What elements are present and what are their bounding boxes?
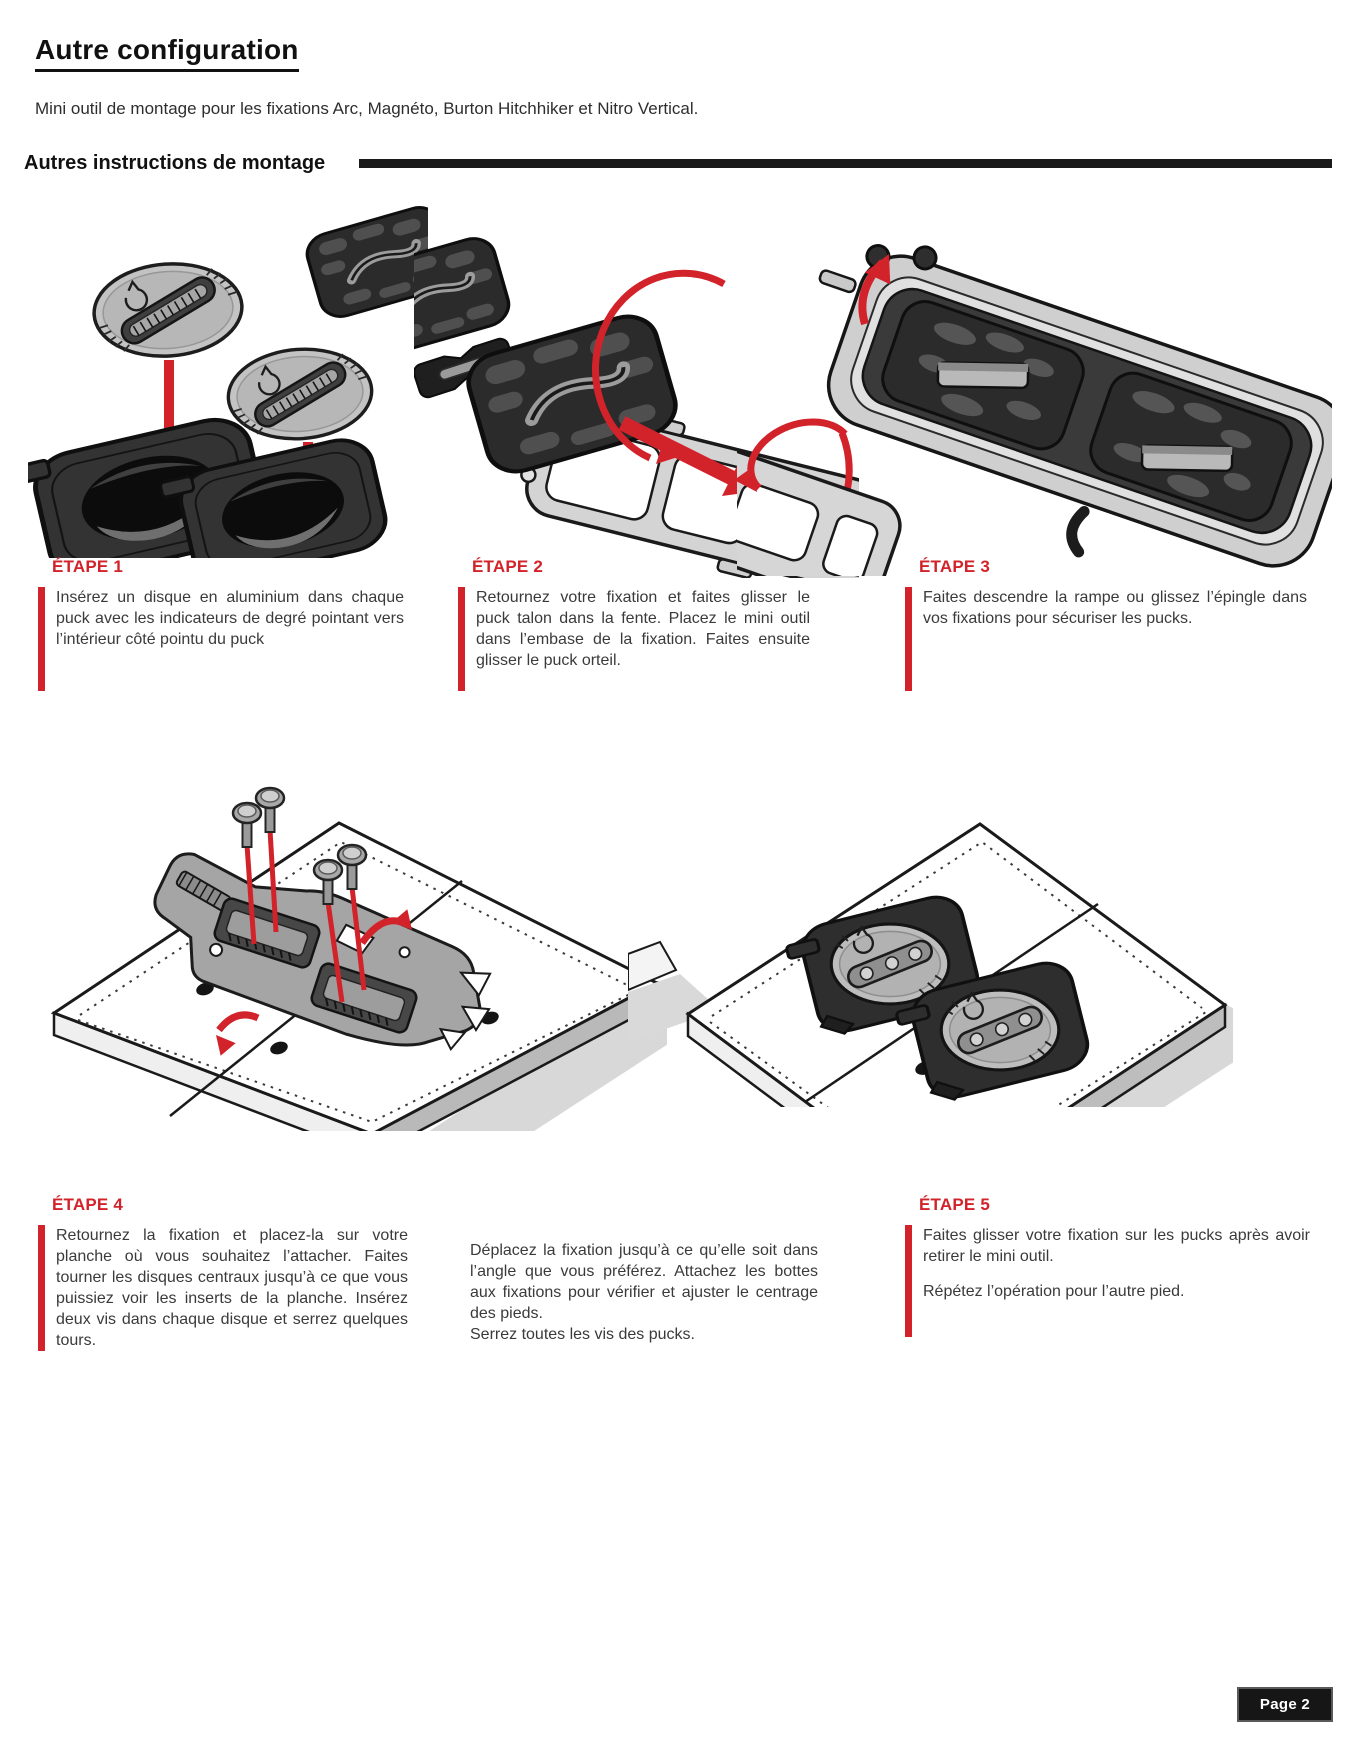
illustration-binding-on-board (50, 786, 667, 1131)
adjacent-board-edge (628, 940, 678, 992)
step-1-body: Insérez un disque en aluminium dans chaq… (38, 587, 404, 691)
step-2-text: Retournez votre fixation et faites gliss… (476, 589, 810, 669)
board-dotted-inset (79, 840, 632, 1016)
step-4-label: ÉTAPE 4 (52, 1195, 123, 1214)
illustration-discs-into-pucks (28, 198, 428, 558)
aluminum-disc-icon (89, 257, 247, 363)
step-2: ÉTAPE 2 Retournez votre fixation et fait… (458, 557, 810, 691)
red-slide-arrow (618, 416, 736, 485)
red-rotate-arrow (216, 1011, 260, 1033)
illustration-minitool-assembled (737, 244, 1332, 576)
screw-guides (244, 829, 367, 1003)
page-number-badge: Page 2 (1237, 1687, 1333, 1722)
step-4-continued: Déplacez la fixation jusqu’à ce qu’elle … (470, 1240, 818, 1345)
step-1-label: ÉTAPE 1 (52, 557, 123, 576)
step-3-text: Faites descendre la rampe ou glissez l’é… (923, 589, 1307, 627)
page-subtitle: Mini outil de montage pour les fixations… (35, 99, 699, 118)
step-3-label: ÉTAPE 3 (919, 557, 990, 576)
assembled-binding-base-icon (818, 244, 1332, 568)
step-1-text: Insérez un disque en aluminium dans chaq… (56, 589, 404, 648)
step-5-text: Répétez l’opération pour l’autre pied. (923, 1283, 1185, 1300)
step-4-text: Retournez la fixation et placez-la sur v… (56, 1227, 408, 1349)
board-dotted-inset (77, 991, 635, 1124)
step-5-text: Faites glisser votre fixation sur les pu… (923, 1227, 1310, 1265)
step-4-continued-text: Déplacez la fixation jusqu’à ce qu’elle … (470, 1242, 818, 1322)
section-header-row: Autres instructions de montage (24, 152, 1332, 175)
section-title: Autres instructions de montage (24, 152, 326, 174)
partial-frame-icon (737, 423, 902, 576)
step-3-body: Faites descendre la rampe ou glissez l’é… (905, 587, 1307, 691)
illustration-pucks-on-board (628, 822, 1233, 1107)
board-shadow (628, 974, 720, 1042)
step-2-label: ÉTAPE 2 (472, 557, 543, 576)
screw-icon (231, 801, 263, 849)
step-3: ÉTAPE 3 Faites descendre la rampe ou gli… (905, 557, 1307, 691)
step-4-continued-text: Serrez toutes les vis des pucks. (470, 1326, 695, 1343)
aluminum-disc-icon (223, 342, 377, 446)
step-4: ÉTAPE 4 Retournez la fixation et placez-… (38, 1195, 408, 1351)
step-5-body: Faites glisser votre fixation sur les pu… (905, 1225, 1310, 1337)
step-4-body: Retournez la fixation et placez-la sur v… (38, 1225, 408, 1351)
step-5: ÉTAPE 5 Faites glisser votre fixation su… (905, 1195, 1310, 1337)
red-rotate-arrow (591, 269, 726, 462)
step-1: ÉTAPE 1 Insérez un disque en aluminium d… (38, 557, 404, 691)
section-rule (359, 159, 1332, 168)
heel-puck-icon (303, 202, 428, 321)
page-title: Autre configuration (35, 34, 299, 72)
step-2-body: Retournez votre fixation et faites gliss… (458, 587, 810, 691)
step-5-label: ÉTAPE 5 (919, 1195, 990, 1214)
